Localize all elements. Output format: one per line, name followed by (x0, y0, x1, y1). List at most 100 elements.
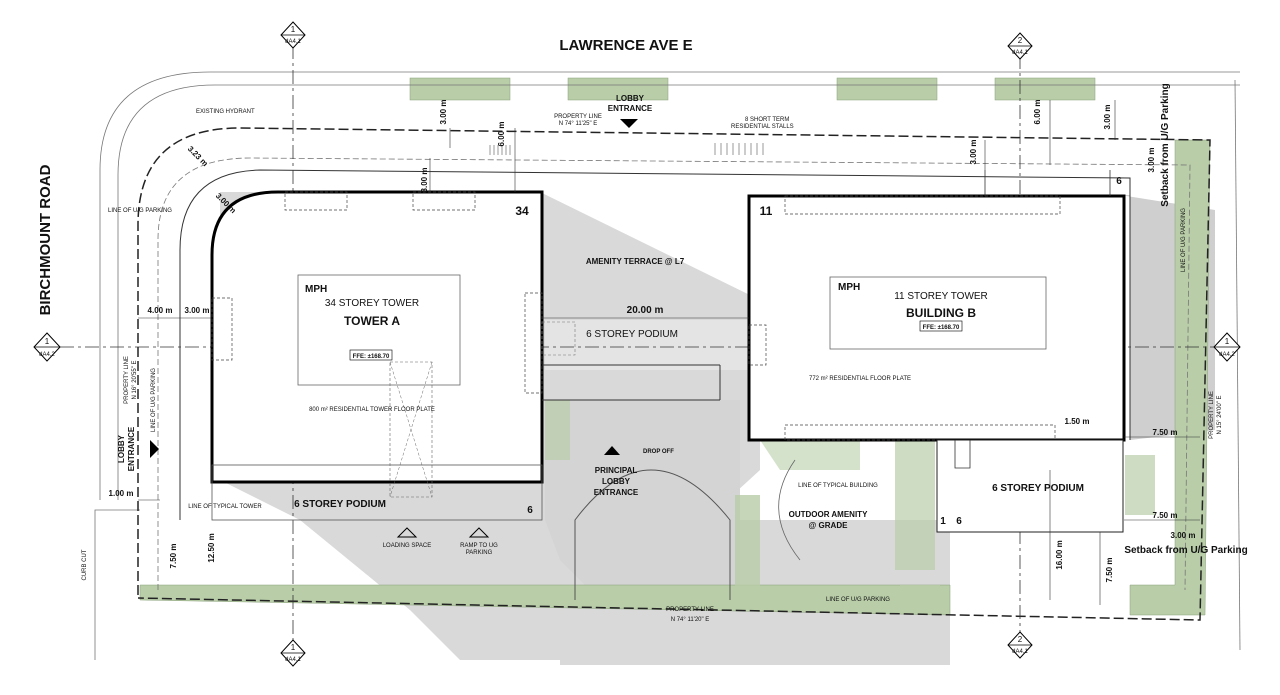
ug-parking-s: LINE OF U/G PARKING (826, 597, 890, 603)
planter-3 (836, 77, 938, 101)
tower-a-floor-plate: 800 m² RESIDENTIAL TOWER FLOOR PLATE (309, 407, 435, 413)
dim: 3.00 m (420, 168, 429, 193)
drop-off-arrow (604, 446, 620, 455)
property-line-north-2: N 74° 11'25" E (559, 121, 598, 127)
dim: 3.00 m (1171, 531, 1196, 540)
property-line-east-1: PROPERTY LINE (1209, 391, 1215, 439)
dim: 7.50 m (1153, 511, 1178, 520)
tower-a-ffe: FFE: ±168.70 (353, 354, 390, 360)
loading-triangle (396, 527, 418, 538)
short-term-1: 8 SHORT TERM (745, 117, 789, 123)
setback-ug-2: Setback from U/G Parking (1124, 545, 1247, 556)
setback-line (179, 169, 1131, 520)
ug-parking-line (157, 157, 1191, 591)
building-b-podium-6: 6 (956, 516, 962, 527)
dim: 1.50 m (1065, 417, 1090, 426)
tower-a-inner-dashed (389, 361, 433, 498)
building-b (747, 170, 1126, 533)
dim: 6.00 m (1033, 100, 1042, 125)
marker-number: 1 (45, 337, 50, 346)
street-lines (94, 71, 1241, 660)
green-block-4 (895, 440, 935, 570)
tower-a-mph: MPH (305, 284, 327, 295)
section-marker-1-top: 1 dA4.1 (280, 21, 306, 49)
marker-sheet: dA4.2 (39, 352, 55, 358)
building-b-floor-plate: 772 m² RESIDENTIAL FLOOR PLATE (809, 376, 911, 382)
lobby-arrow-west (150, 440, 159, 458)
dim: 1.00 m (109, 489, 134, 498)
six-storey-podium: 6 STOREY PODIUM (586, 329, 678, 340)
marker-sheet: dA4.2 (1219, 352, 1235, 358)
dim: 3.00 m (1103, 105, 1112, 130)
ramp-2: PARKING (466, 550, 493, 556)
property-line (137, 127, 1211, 621)
building-b-storeys: 11 STOREY TOWER (894, 291, 988, 302)
tower-a-podium-count: 6 (527, 505, 533, 516)
tower-a-storeys: 34 STOREY TOWER (325, 298, 419, 309)
tower-a (210, 190, 544, 521)
outdoor-amenity-curve (778, 459, 801, 561)
principal-lobby-1: PRINCIPAL (595, 466, 638, 475)
dim: 4.00 m (148, 306, 173, 315)
tower-a-bay-top-2 (412, 191, 476, 211)
landscape-areas (139, 77, 1211, 616)
dim: 3.23 m (186, 144, 210, 168)
lobby-west-2: ENTRANCE (127, 426, 136, 471)
tower-a-bay-left (211, 297, 233, 361)
outdoor-amenity-2: @ GRADE (809, 521, 849, 530)
principal-lobby-3: ENTRANCE (594, 488, 639, 497)
section-marker-1-bottom: 1 dA4.1 (280, 639, 306, 667)
marker-number: 2 (1018, 635, 1023, 644)
ug-parking-nw: LINE OF U/G PARKING (108, 208, 172, 214)
marker-number: 1 (1225, 337, 1230, 346)
dim: 20.00 m (627, 305, 664, 316)
outdoor-amenity-1: OUTDOOR AMENITY (789, 510, 868, 519)
planter-2 (567, 77, 669, 101)
building-b-name: BUILDING B (906, 306, 976, 320)
building-b-podium (936, 439, 1124, 533)
tower-a-bay-top-1 (284, 191, 348, 211)
building-b-bay-bottom (784, 424, 1056, 441)
principal-lobby-2: LOBBY (602, 477, 631, 486)
building-b-bay-left (748, 324, 767, 366)
building-b-podium-1: 1 (940, 516, 946, 527)
bike-racks-short-term (714, 143, 764, 155)
tower-a-podium: 6 STOREY PODIUM (294, 499, 386, 510)
amenity-terrace: AMENITY TERRACE @ L7 (586, 257, 685, 266)
driveway (545, 400, 740, 600)
lobby-north-1: LOBBY (616, 94, 645, 103)
street-west: BIRCHMOUNT ROAD (37, 164, 54, 315)
marker-number: 1 (291, 25, 296, 34)
marker-number: 1 (291, 643, 296, 652)
tower-a-corner-count: 34 (515, 204, 529, 218)
dim: 3.00 m (439, 100, 448, 125)
building-b-core (829, 276, 1047, 350)
street-north: LAWRENCE AVE E (559, 37, 692, 54)
building-b-line: LINE OF TYPICAL BUILDING (798, 483, 878, 489)
property-line-south-1: PROPERTY LINE (666, 607, 714, 613)
section-marker-1-right: 1 dA4.2 (1213, 332, 1241, 362)
lobby-north-2: ENTRANCE (608, 104, 653, 113)
property-line-west-2: N 16° 20'55" E (132, 360, 138, 399)
tower-a-podium-ext (211, 464, 543, 521)
lobby-arrow-north (620, 119, 638, 128)
dim: 7.50 m (1153, 428, 1178, 437)
ug-parking-e: LINE OF U/G PARKING (1181, 208, 1187, 272)
existing-hydrant: EXISTING HYDRANT (196, 109, 255, 115)
lobby-west-1: LOBBY (117, 434, 126, 463)
planter-1 (409, 77, 511, 101)
property-line-west-1: PROPERTY LINE (124, 356, 130, 404)
short-term-2: RESIDENTIAL STALLS (731, 124, 794, 130)
dimension-lines (138, 100, 1200, 605)
bike-racks-north (489, 145, 511, 155)
green-block-2 (545, 400, 570, 460)
property-line-north-1: PROPERTY LINE (554, 114, 602, 120)
section-marker-2-top: 2 dA4.1 (1007, 32, 1033, 60)
section-marker-2-bottom: 2 dA4.1 (1007, 631, 1033, 659)
dim: 7.50 m (169, 544, 178, 569)
dim: 7.50 m (1105, 558, 1114, 583)
dim: 3.00 m (185, 306, 210, 315)
dim: 3.00 m (1147, 148, 1156, 173)
dim: 16.00 m (1055, 540, 1064, 569)
